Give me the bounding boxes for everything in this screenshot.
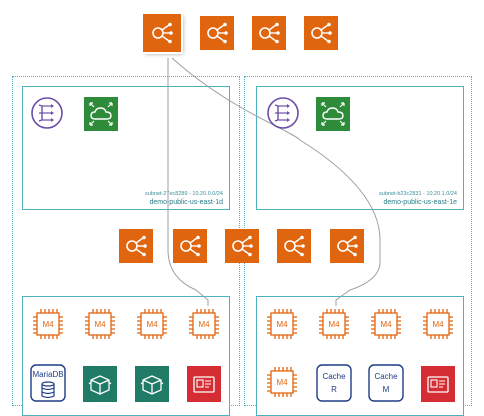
subnet-id-label: subnet-27ec8289 - 10.20.0.0/24: [145, 191, 223, 197]
load-balancer-mid-3[interactable]: [225, 229, 259, 263]
nat-gateway-icon: [89, 102, 113, 126]
directory-service-tile-right[interactable]: [421, 366, 455, 402]
instance-type-label: M4: [146, 320, 158, 329]
load-balancer-mid-5[interactable]: [330, 229, 364, 263]
instance-type-label: M4: [276, 320, 288, 329]
load-balancer-mid-1[interactable]: [119, 229, 153, 263]
subnet-name-label: demo-public-us-east-1e: [383, 199, 457, 206]
cache-label: Cache: [322, 372, 346, 381]
instance-type-label: M4: [380, 320, 392, 329]
subnet-name-label: demo-public-us-east-1d: [149, 199, 223, 206]
ec2-instance-icon[interactable]: M4: [264, 306, 300, 342]
elb-icon: [152, 22, 173, 44]
ec2-instance-icon[interactable]: M4: [420, 306, 456, 342]
elb-icon: [126, 235, 147, 257]
nat-gateway-left[interactable]: [84, 97, 118, 131]
load-balancer-top-2[interactable]: [200, 16, 234, 50]
ec2-instance-icon[interactable]: M4: [316, 306, 352, 342]
directory-service-tile-left[interactable]: [187, 366, 221, 402]
directory-service-icon: [193, 376, 215, 393]
cache-node-icon[interactable]: Cache R: [316, 364, 352, 402]
instance-type-label: M4: [42, 320, 54, 329]
load-balancer-top-3[interactable]: [252, 16, 286, 50]
load-balancer-top-1[interactable]: [143, 14, 181, 52]
database-engine-label: MariaDB: [32, 370, 63, 379]
package-icon: [140, 375, 164, 395]
nat-gateway-icon: [321, 102, 345, 126]
public-subnet-left: subnet-27ec8289 - 10.20.0.0/24 demo-publ…: [22, 86, 230, 210]
ec2-instance-icon[interactable]: M4: [368, 306, 404, 342]
cache-label: Cache: [374, 372, 398, 381]
ec2-instance-icon[interactable]: M4: [82, 306, 118, 342]
vpn-gateway-icon[interactable]: [266, 96, 300, 130]
elb-icon: [311, 22, 332, 44]
elb-icon: [284, 235, 305, 257]
ec2-instance-icon[interactable]: M4: [264, 364, 300, 402]
elb-icon: [337, 235, 358, 257]
instance-type-label: M4: [276, 378, 288, 387]
ec2-instance-icon[interactable]: M4: [186, 306, 222, 342]
connection-lines: [167, 57, 381, 306]
cache-engine-label: R: [331, 385, 337, 394]
load-balancer-top-4[interactable]: [304, 16, 338, 50]
ec2-instance-icon[interactable]: M4: [134, 306, 170, 342]
package-icon: [88, 375, 112, 395]
directory-service-icon: [427, 376, 449, 393]
instance-type-label: M4: [432, 320, 444, 329]
package-tile-2[interactable]: [135, 366, 169, 402]
mariadb-database-icon[interactable]: MariaDB: [30, 364, 66, 402]
load-balancer-mid-2[interactable]: [173, 229, 207, 263]
subnet-id-label: subnet-b23c2831 - 10.20.1.0/24: [379, 191, 457, 197]
elb-icon: [232, 235, 253, 257]
instance-type-label: M4: [94, 320, 106, 329]
cache-engine-label: M: [383, 385, 390, 394]
ec2-instance-icon[interactable]: M4: [30, 306, 66, 342]
nat-gateway-right[interactable]: [316, 97, 350, 131]
architecture-diagram: subnet-27ec8289 - 10.20.0.0/24 demo-publ…: [12, 14, 472, 416]
vpn-gateway-icon[interactable]: [30, 96, 64, 130]
elb-icon: [180, 235, 201, 257]
instance-type-label: M4: [198, 320, 210, 329]
load-balancer-mid-4[interactable]: [277, 229, 311, 263]
instance-type-label: M4: [328, 320, 340, 329]
package-tile-1[interactable]: [83, 366, 117, 402]
cache-node-icon[interactable]: Cache M: [368, 364, 404, 402]
elb-icon: [207, 22, 228, 44]
elb-icon: [259, 22, 280, 44]
